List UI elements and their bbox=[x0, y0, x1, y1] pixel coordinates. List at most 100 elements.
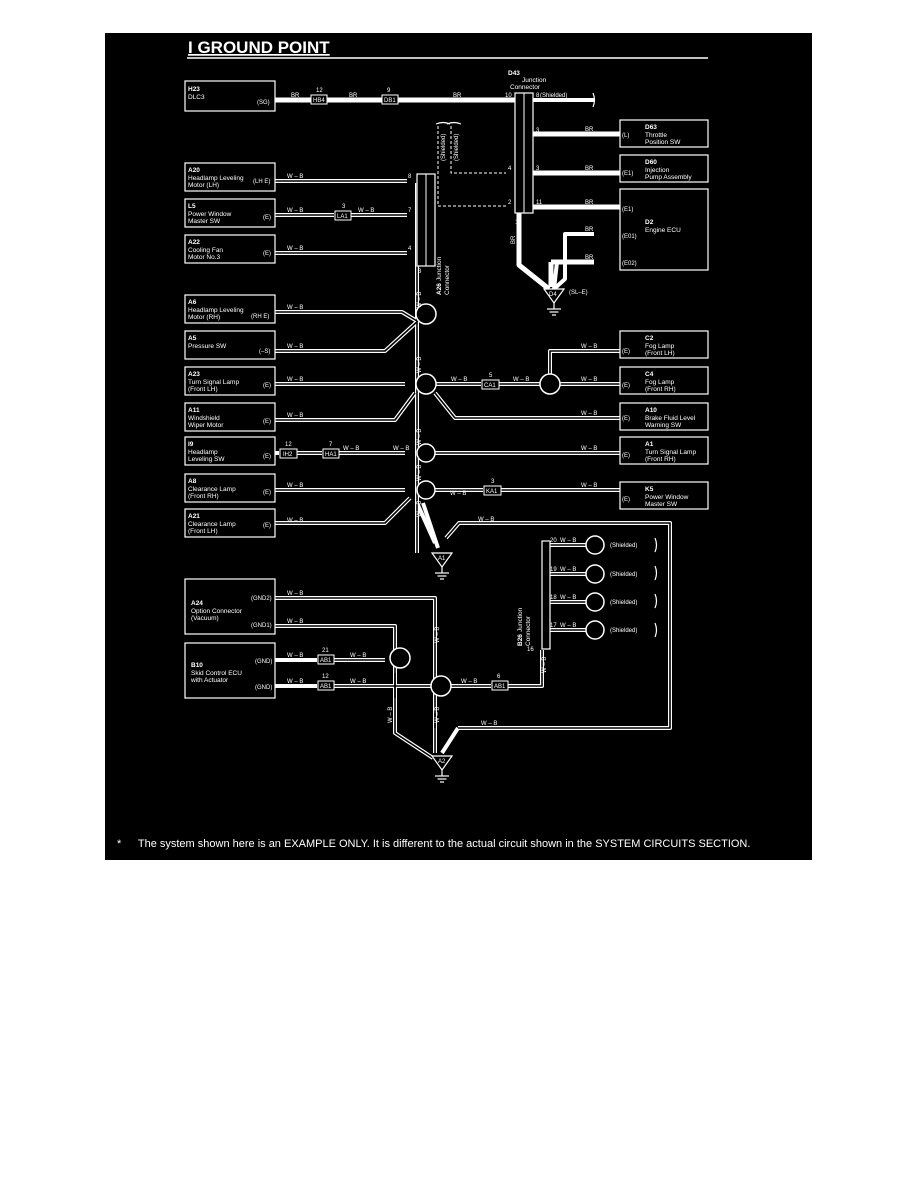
ground-a1-code: A1 bbox=[438, 556, 446, 562]
pin-number: 9 bbox=[387, 88, 391, 94]
splice-7 bbox=[430, 675, 452, 697]
a6-name1: Headlamp Leveling bbox=[188, 307, 244, 314]
wire-label: W – B bbox=[581, 483, 597, 489]
wire-label: W – B bbox=[350, 679, 366, 685]
wire-label: W – B bbox=[358, 208, 374, 214]
i9-pin: (E) bbox=[263, 454, 271, 460]
c2-code: C2 bbox=[645, 335, 654, 342]
pin-number: 5 bbox=[489, 373, 493, 379]
shielded-label: (Shielded) bbox=[610, 572, 637, 578]
l5-pin: (E) bbox=[263, 215, 271, 221]
page-title: I GROUND POINT bbox=[188, 38, 330, 57]
a6-pin: (RH E) bbox=[251, 314, 269, 320]
b10-name2: with Actuator bbox=[190, 677, 229, 684]
b26-label: B26 Junction Connector bbox=[517, 607, 532, 646]
wire-label: W – B bbox=[560, 567, 576, 573]
wire-color-labels: BR BR BR BR BR BR BR BR BR W – B W – B W… bbox=[287, 93, 597, 727]
a26-label: A26 Junction Connector bbox=[436, 256, 451, 295]
a21-code: A21 bbox=[188, 513, 200, 520]
c4-name2: (Front RH) bbox=[645, 386, 676, 393]
wire-label: W – B bbox=[560, 538, 576, 544]
wire-label: W – B bbox=[581, 446, 597, 452]
a11-code: A11 bbox=[188, 407, 200, 414]
splice-5 bbox=[416, 480, 436, 500]
wire-label: BR bbox=[585, 227, 594, 233]
a10-code: A10 bbox=[645, 407, 657, 414]
a20-code: A20 bbox=[188, 167, 200, 174]
a22-name1: Cooling Fan bbox=[188, 247, 223, 254]
d2-pin1: (E1) bbox=[622, 207, 633, 213]
c2-pin: (E) bbox=[622, 349, 630, 355]
a10-pin: (E) bbox=[622, 416, 630, 422]
wire-label: W – B bbox=[417, 357, 423, 373]
a6-code: A6 bbox=[188, 299, 197, 306]
wire-label: W – B bbox=[450, 491, 466, 497]
pin-number: 20 bbox=[550, 538, 557, 544]
a21-name1: Clearance Lamp bbox=[188, 521, 236, 528]
pin-number: 12 bbox=[316, 88, 323, 94]
wire-label: W – B bbox=[417, 501, 423, 517]
wire-label: W – B bbox=[435, 627, 441, 643]
diagram-panel: I GROUND POINT bbox=[105, 33, 812, 860]
a20-name1: Headlamp Leveling bbox=[188, 175, 244, 182]
c4-pin: (E) bbox=[622, 383, 630, 389]
wire-label: W – B bbox=[287, 344, 303, 350]
pin-number: 8 bbox=[536, 93, 540, 99]
splice-b26-18 bbox=[585, 592, 605, 612]
wire-label: W – B bbox=[417, 465, 423, 481]
pin-number: 1 bbox=[515, 220, 519, 226]
pin-number: 7 bbox=[408, 208, 412, 214]
h23-pin: (SG) bbox=[257, 100, 270, 106]
wire-label: BR bbox=[291, 93, 300, 99]
wire-label: BR bbox=[349, 93, 358, 99]
d63-name2: Position SW bbox=[645, 139, 681, 146]
wire-label: BR bbox=[585, 127, 594, 133]
l5-code: L5 bbox=[188, 203, 196, 210]
pin-number: 19 bbox=[550, 567, 557, 573]
junction-b26 bbox=[541, 540, 551, 650]
wire-label: W – B bbox=[287, 413, 303, 419]
splice-b26-17 bbox=[585, 620, 605, 640]
wire-label: W – B bbox=[287, 483, 303, 489]
d63-name1: Throttle bbox=[645, 132, 667, 139]
pin-number: 12 bbox=[285, 442, 292, 448]
wire-label: W – B bbox=[560, 623, 576, 629]
a26-name1: Junction bbox=[436, 256, 443, 281]
wire-label: W – B bbox=[581, 377, 597, 383]
conn-la1: LA1 bbox=[337, 214, 348, 220]
a22-pin: (E) bbox=[263, 251, 271, 257]
pin-number: 8 bbox=[408, 174, 412, 180]
wire-label: W – B bbox=[581, 411, 597, 417]
pin-number: 12 bbox=[322, 674, 329, 680]
d2-pin2: (E01) bbox=[622, 234, 637, 240]
conn-ha1: HA1 bbox=[325, 452, 337, 458]
d43-code: D43 bbox=[508, 70, 520, 77]
wire-label: W – B bbox=[287, 174, 303, 180]
a10-name1: Brake Fluid Level bbox=[645, 415, 696, 422]
a24-name2: (Vacuum) bbox=[191, 615, 219, 622]
pin-numbers: 12 9 10 8 3 3 4 2 11 1 8 7 4 3 3 5 12 7 … bbox=[285, 88, 557, 680]
d2-pin3: (E02) bbox=[622, 261, 637, 267]
i9-name1: Headlamp bbox=[188, 449, 218, 456]
footnote: * The system shown here is an EXAMPLE ON… bbox=[117, 838, 750, 850]
splice-3 bbox=[539, 373, 561, 395]
a1-name1: Turn Signal Lamp bbox=[645, 449, 696, 456]
wire-label: W – B bbox=[481, 721, 497, 727]
shielded-label: (Shielded) bbox=[441, 134, 447, 161]
pin-number: 7 bbox=[329, 442, 333, 448]
wire-label: W – B bbox=[417, 429, 423, 445]
splice-2 bbox=[415, 373, 437, 395]
c4-code: C4 bbox=[645, 371, 654, 378]
wire-label: W – B bbox=[461, 679, 477, 685]
wire-label: W – B bbox=[287, 653, 303, 659]
a11-name1: Windshield bbox=[188, 415, 220, 422]
wire-label: W – B bbox=[287, 591, 303, 597]
l5-name2: Master SW bbox=[188, 218, 221, 225]
wiring-core bbox=[275, 180, 671, 759]
a1-code: A1 bbox=[645, 441, 654, 448]
wire-label: W – B bbox=[287, 305, 303, 311]
wire-label: BR bbox=[585, 200, 594, 206]
footnote-text: The system shown here is an EXAMPLE ONLY… bbox=[137, 838, 751, 850]
wire-label: W – B bbox=[513, 377, 529, 383]
pin-number: 6 bbox=[497, 674, 501, 680]
